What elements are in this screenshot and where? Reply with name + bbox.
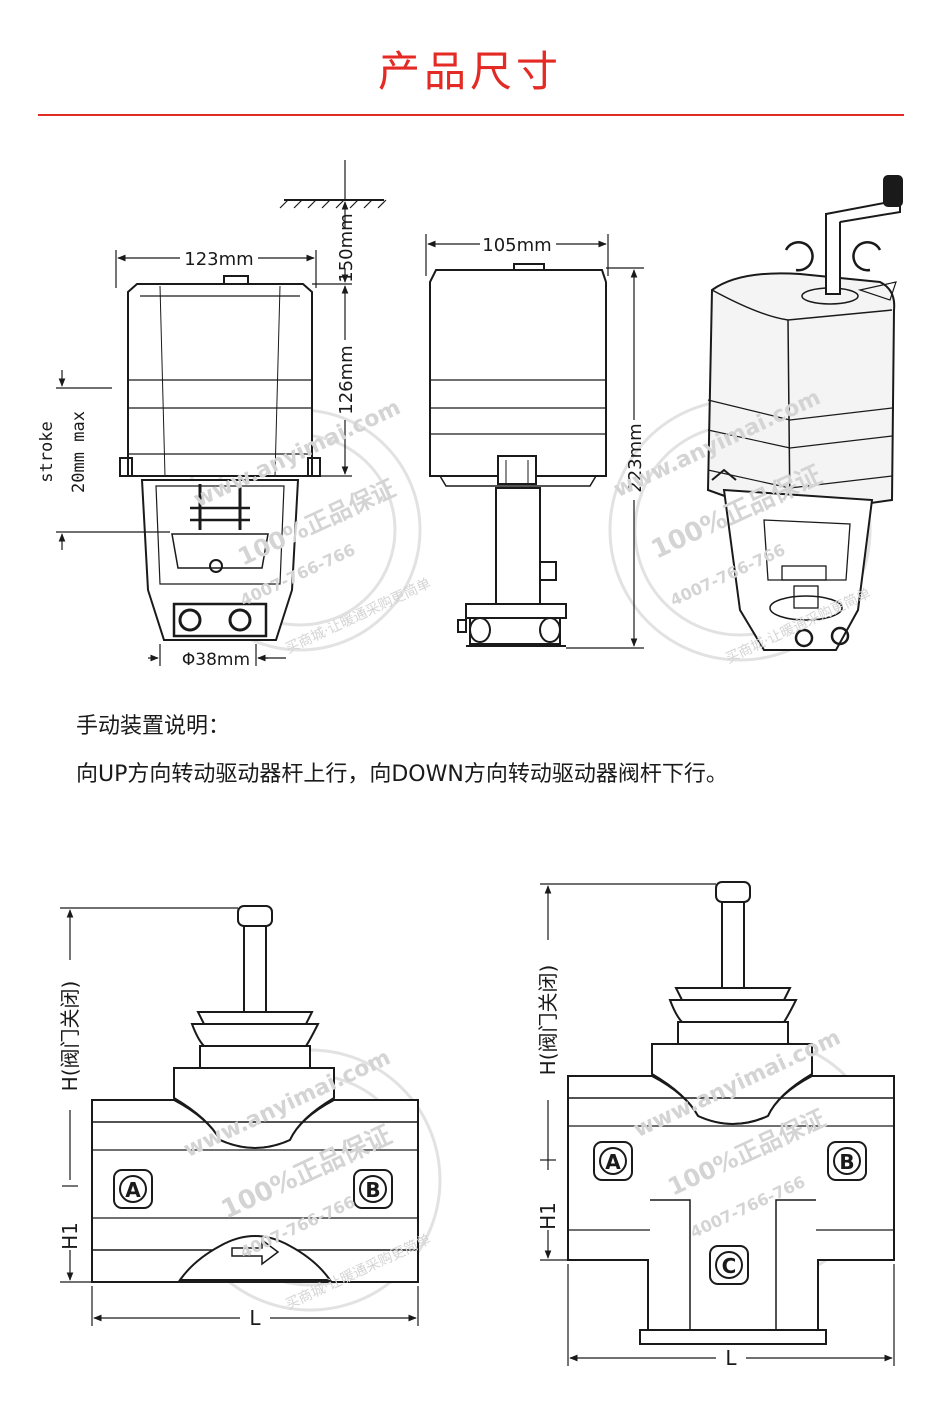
valve-two-way-drawing [91, 905, 419, 1283]
dim-side-width: 105mm [482, 235, 551, 256]
valve2-port-b: B [365, 1178, 380, 1202]
valve3-port-a: A [605, 1150, 621, 1174]
actuator-front-view [119, 275, 321, 641]
dim-actuator-height: 126mm [336, 345, 357, 414]
valve2-port-a: A [125, 1178, 141, 1202]
valve-three-way-drawing [567, 881, 895, 1345]
valve3-h1-label: H1 [536, 1202, 560, 1230]
valve2-l-label: L [249, 1306, 261, 1330]
page-title: 产品尺寸 [377, 47, 562, 96]
manual-instructions: 向UP方向转动驱动器杆上行，向DOWN方向转动驱动器阀杆下行。 [76, 762, 728, 787]
valve3-h-label: H(阀门关闭) [536, 965, 560, 1076]
valve3-port-c: C [722, 1254, 737, 1278]
dim-stroke-line2: 20mm max [69, 411, 89, 493]
actuator-3d-view [706, 175, 903, 651]
valve3-dimension-lines [540, 883, 895, 1366]
actuator-side-view [429, 263, 607, 647]
dim-top-clearance: 150mm [336, 213, 357, 282]
dim-base-diameter: Φ38mm [182, 650, 250, 670]
dim-total-height: 223mm [625, 423, 646, 492]
front-dimension-lines [56, 160, 387, 666]
manual-heading: 手动装置说明： [76, 714, 231, 739]
valve3-l-label: L [725, 1346, 737, 1370]
valve3-port-b: B [839, 1150, 854, 1174]
valve2-h-label: H(阀门关闭) [58, 981, 82, 1092]
valve2-h1-label: H1 [58, 1222, 82, 1250]
dim-stroke-line1: stroke [37, 421, 57, 482]
side-dimension-lines [425, 234, 644, 649]
dim-front-width: 123mm [184, 249, 253, 270]
watermark-note-1: 买商城·让暖通采购更简单 [283, 575, 434, 657]
title-divider [38, 114, 904, 116]
valve2-dimension-lines [60, 907, 419, 1326]
